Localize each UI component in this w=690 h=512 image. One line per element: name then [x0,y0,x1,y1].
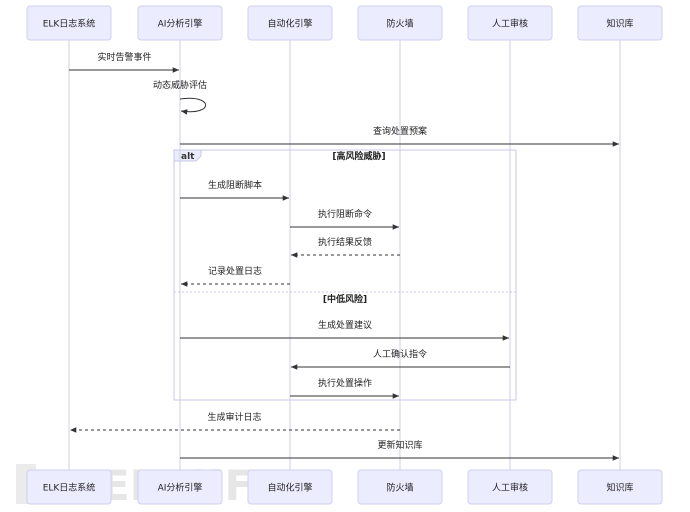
actor-box [357,469,443,505]
message-0: 实时告警事件 [69,51,179,73]
alt-frame-tab [173,149,202,162]
actor-label: 人工审核 [492,482,528,494]
self-message-arrow [179,97,207,115]
message-label: 查询处置预案 [373,125,427,137]
actor-label: 人工审核 [492,18,528,30]
actor-label: 知识库 [606,18,633,30]
actor-label: 自动化引擎 [267,482,312,494]
message-label: 生成审计日志 [207,411,261,423]
message-11: 更新知识库 [180,439,619,461]
actor-box [137,5,223,41]
alt-keyword: alt [181,152,195,162]
message-label: 实时告警事件 [97,51,151,63]
actor-box [467,469,553,505]
alt-frame-border [173,149,517,401]
actor-box [467,5,553,41]
actor-bottom-5: 知识库 [577,469,663,505]
actor-bottom-3: 防火墙 [357,469,443,505]
messages: 实时告警事件动态威胁评估查询处置预案生成阻断脚本执行阻断命令执行结果反馈记录处置… [69,51,619,461]
actor-label: ELK日志系统 [43,18,96,30]
actor-top-1: AI分析引擎 [137,5,223,41]
message-label: 生成处置建议 [318,319,372,331]
actor-top-4: 人工审核 [467,5,553,41]
actor-box [247,5,333,41]
actor-label: AI分析引擎 [158,482,203,494]
message-label: 人工确认指令 [373,348,427,360]
message-4: 执行阻断命令 [290,208,399,230]
message-6: 记录处置日志 [181,265,290,287]
message-10: 生成审计日志 [70,411,400,433]
alt-condition-low: [中低风险] [323,293,367,305]
message-2: 查询处置预案 [180,125,619,147]
actor-box [137,469,223,505]
actor-top-2: 自动化引擎 [247,5,333,41]
message-1: 动态威胁评估 [153,79,207,115]
actor-bottom-1: AI分析引擎 [137,469,223,505]
message-label: 动态威胁评估 [153,79,207,91]
message-5: 执行结果反馈 [291,236,400,258]
actors: ELK日志系统ELK日志系统AI分析引擎AI分析引擎自动化引擎自动化引擎防火墙防… [26,5,663,505]
message-9: 执行处置操作 [290,377,399,399]
message-label: 更新知识库 [377,439,422,451]
message-7: 生成处置建议 [180,319,509,341]
actor-top-0: ELK日志系统 [26,5,112,41]
message-8: 人工确认指令 [291,348,510,370]
actor-box [26,5,112,41]
actor-label: 自动化引擎 [267,18,312,30]
message-label: 执行阻断命令 [318,208,372,220]
actor-box [357,5,443,41]
alt-condition-high: [高风险威胁] [332,150,385,162]
message-label: 执行处置操作 [318,377,372,389]
actor-top-3: 防火墙 [357,5,443,41]
actor-bottom-4: 人工审核 [467,469,553,505]
alt-frame: alt [高风险威胁] [中低风险] [173,149,517,401]
actor-label: 防火墙 [386,482,413,494]
actor-bottom-2: 自动化引擎 [247,469,333,505]
actor-box [247,469,333,505]
actor-label: AI分析引擎 [158,18,203,30]
actor-label: 防火墙 [386,18,413,30]
actor-box [26,469,112,505]
actor-top-5: 知识库 [577,5,663,41]
actor-label: 知识库 [606,482,633,494]
message-label: 执行结果反馈 [318,236,372,248]
actor-box [577,469,663,505]
actor-box [577,5,663,41]
message-label: 记录处置日志 [208,265,262,277]
message-label: 生成阻断脚本 [208,179,262,191]
actor-bottom-0: ELK日志系统 [26,469,112,505]
actor-label: ELK日志系统 [43,482,96,494]
message-3: 生成阻断脚本 [180,179,289,201]
